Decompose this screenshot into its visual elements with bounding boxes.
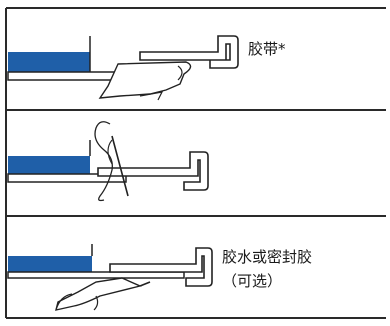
- blue-bar: [8, 156, 90, 174]
- glue-optional-label: （可选）: [222, 272, 283, 290]
- hook-profile: [139, 35, 239, 69]
- glue-label: 胶水或密封胶: [222, 248, 313, 266]
- tape-label: 胶带*: [248, 40, 286, 58]
- panel-glue: [7, 244, 213, 311]
- panel-tie: [7, 121, 209, 202]
- thread-tie-icon: [94, 121, 113, 202]
- hook-profile: [109, 247, 213, 287]
- blue-bar: [8, 256, 92, 272]
- base-plate: [7, 271, 185, 279]
- panel-tape: [7, 35, 239, 101]
- hook-profile: [97, 151, 209, 191]
- blue-bar: [8, 52, 90, 72]
- panel-frame: [5, 7, 386, 319]
- base-plate: [7, 173, 127, 183]
- tape-hand-icon: [98, 61, 192, 99]
- glue-bottle-hand-icon: [55, 277, 143, 311]
